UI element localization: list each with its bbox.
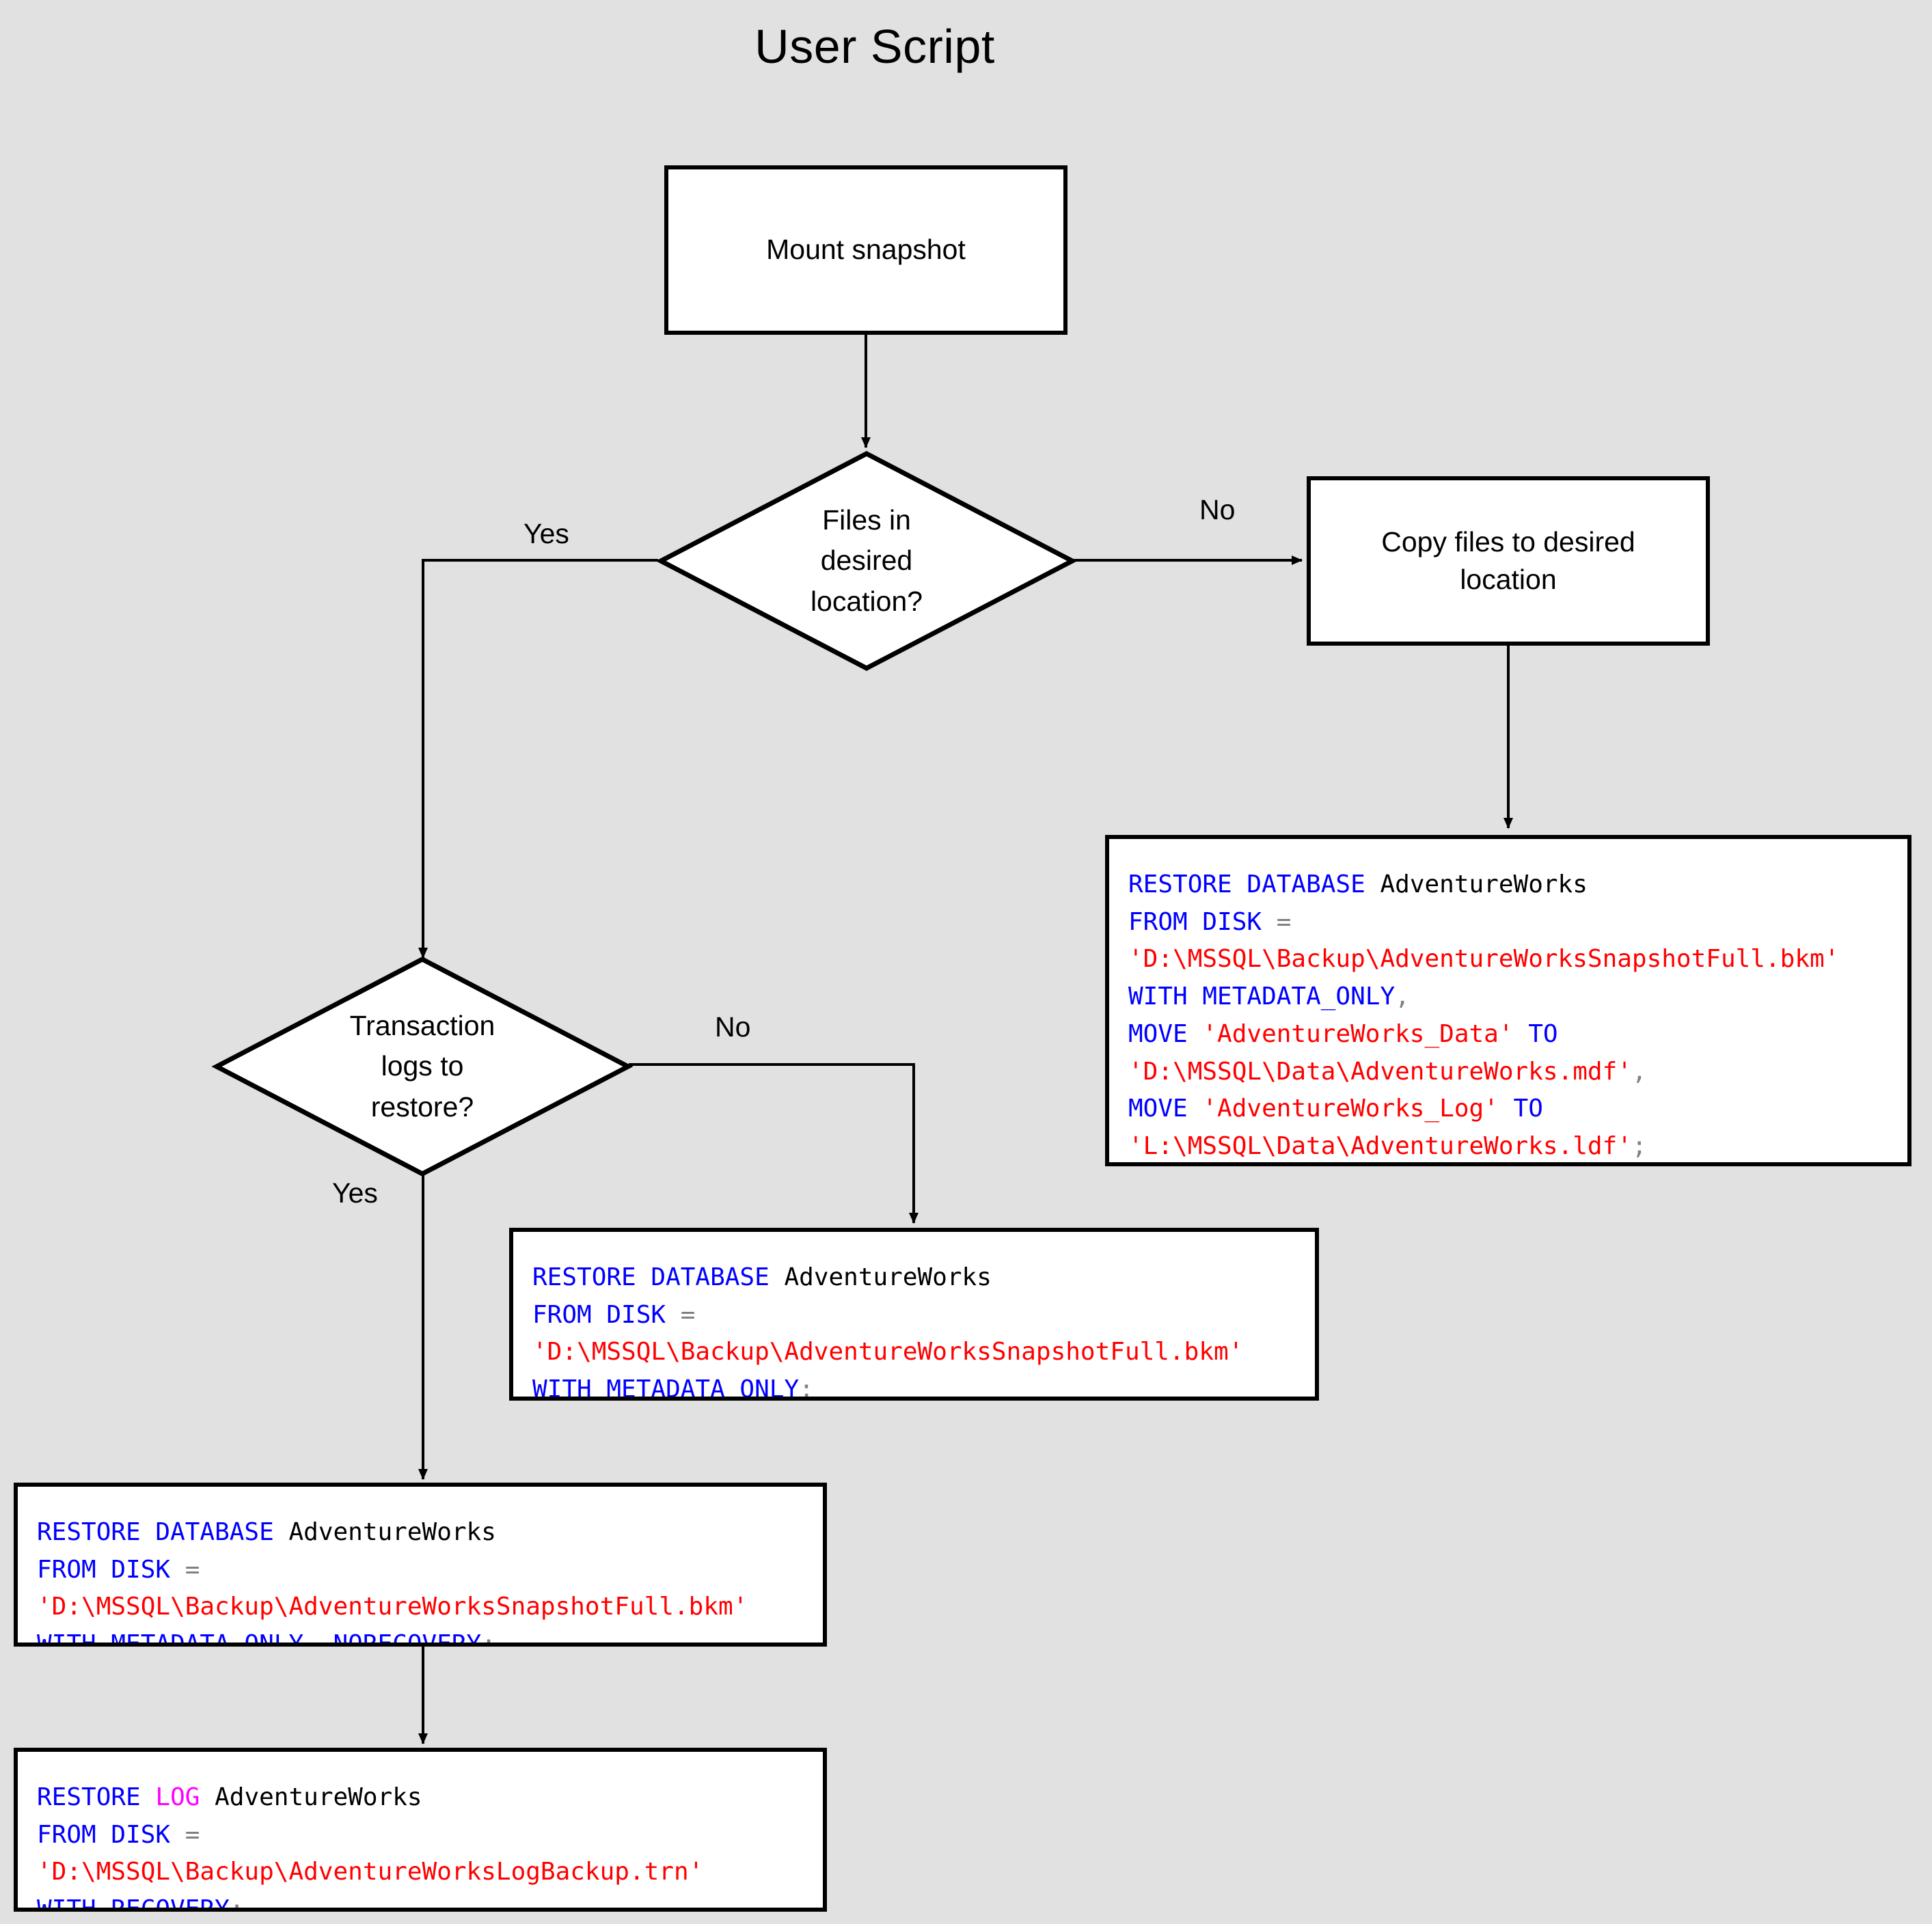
code-token: , (1395, 982, 1410, 1011)
code-token: AdventureWorks (784, 1263, 992, 1291)
code-token: MOVE (1128, 1019, 1203, 1048)
code-token: 'D:\MSSQL\Backup\AdventureWorksSnapshotF… (1128, 945, 1840, 974)
code-token: FROM DISK (37, 1555, 185, 1584)
code-token: FROM DISK (37, 1820, 185, 1849)
code-token: LOG (155, 1783, 200, 1811)
code-token: 'D:\MSSQL\Backup\AdventureWorksSnapshotF… (532, 1338, 1244, 1366)
node-mount-snapshot[interactable]: Mount snapshot (664, 165, 1067, 335)
code-token: = (185, 1555, 200, 1584)
code-token: TO (1498, 1095, 1543, 1123)
code-token: = (680, 1300, 696, 1329)
code-token: ; (481, 1630, 496, 1647)
code-token: 'D:\MSSQL\Backup\AdventureWorksSnapshotF… (37, 1593, 748, 1621)
code-token: FROM DISK (1128, 907, 1277, 936)
edge-label-logs-no: No (715, 1011, 751, 1043)
code-token: , (1631, 1057, 1647, 1086)
code-token: TO (1513, 1019, 1558, 1048)
code-token: WITH RECOVERY (37, 1895, 230, 1912)
logs-decision-shape (211, 957, 634, 1177)
code-token: RESTORE DATABASE (1128, 870, 1380, 898)
code-token (200, 1783, 215, 1811)
code-token: FROM DISK (532, 1300, 681, 1329)
code-token: AdventureWorks (1380, 870, 1588, 898)
code-token: 'L:\MSSQL\Data\AdventureWorks.ldf' (1128, 1132, 1632, 1161)
code-token: RESTORE DATABASE (532, 1263, 785, 1291)
code-token: WITH METADATA_ONLY (1128, 982, 1396, 1011)
files-decision-shape (655, 451, 1078, 671)
code-token: WITH METADATA_ONLY, NORECOVERY (37, 1630, 482, 1647)
code-token: ; (229, 1895, 245, 1912)
code-token: RESTORE (37, 1783, 156, 1811)
page-title: User Script (754, 20, 995, 73)
edge-label-files-yes: Yes (523, 518, 569, 549)
node-mount-snapshot-label: Mount snapshot (766, 234, 966, 266)
code-token: ; (799, 1375, 814, 1401)
code-token: RESTORE DATABASE (37, 1518, 289, 1546)
code-token: MOVE (1128, 1095, 1203, 1123)
code-token: 'AdventureWorks_Log' (1202, 1095, 1499, 1123)
code-token: AdventureWorks (215, 1783, 422, 1811)
code-token: AdventureWorks (288, 1518, 496, 1546)
code-token: = (1276, 907, 1292, 936)
code-token: 'D:\MSSQL\Backup\AdventureWorksLogBackup… (37, 1858, 704, 1886)
edge-label-logs-yes: Yes (332, 1177, 378, 1209)
code-token: 'AdventureWorks_Data' (1202, 1019, 1514, 1048)
code-token: 'D:\MSSQL\Data\AdventureWorks.mdf' (1128, 1057, 1632, 1086)
code-token: WITH METADATA_ONLY (532, 1375, 800, 1401)
code-token: = (185, 1820, 200, 1849)
code-token: ; (1631, 1132, 1647, 1161)
edge-label-files-no: No (1199, 494, 1236, 525)
